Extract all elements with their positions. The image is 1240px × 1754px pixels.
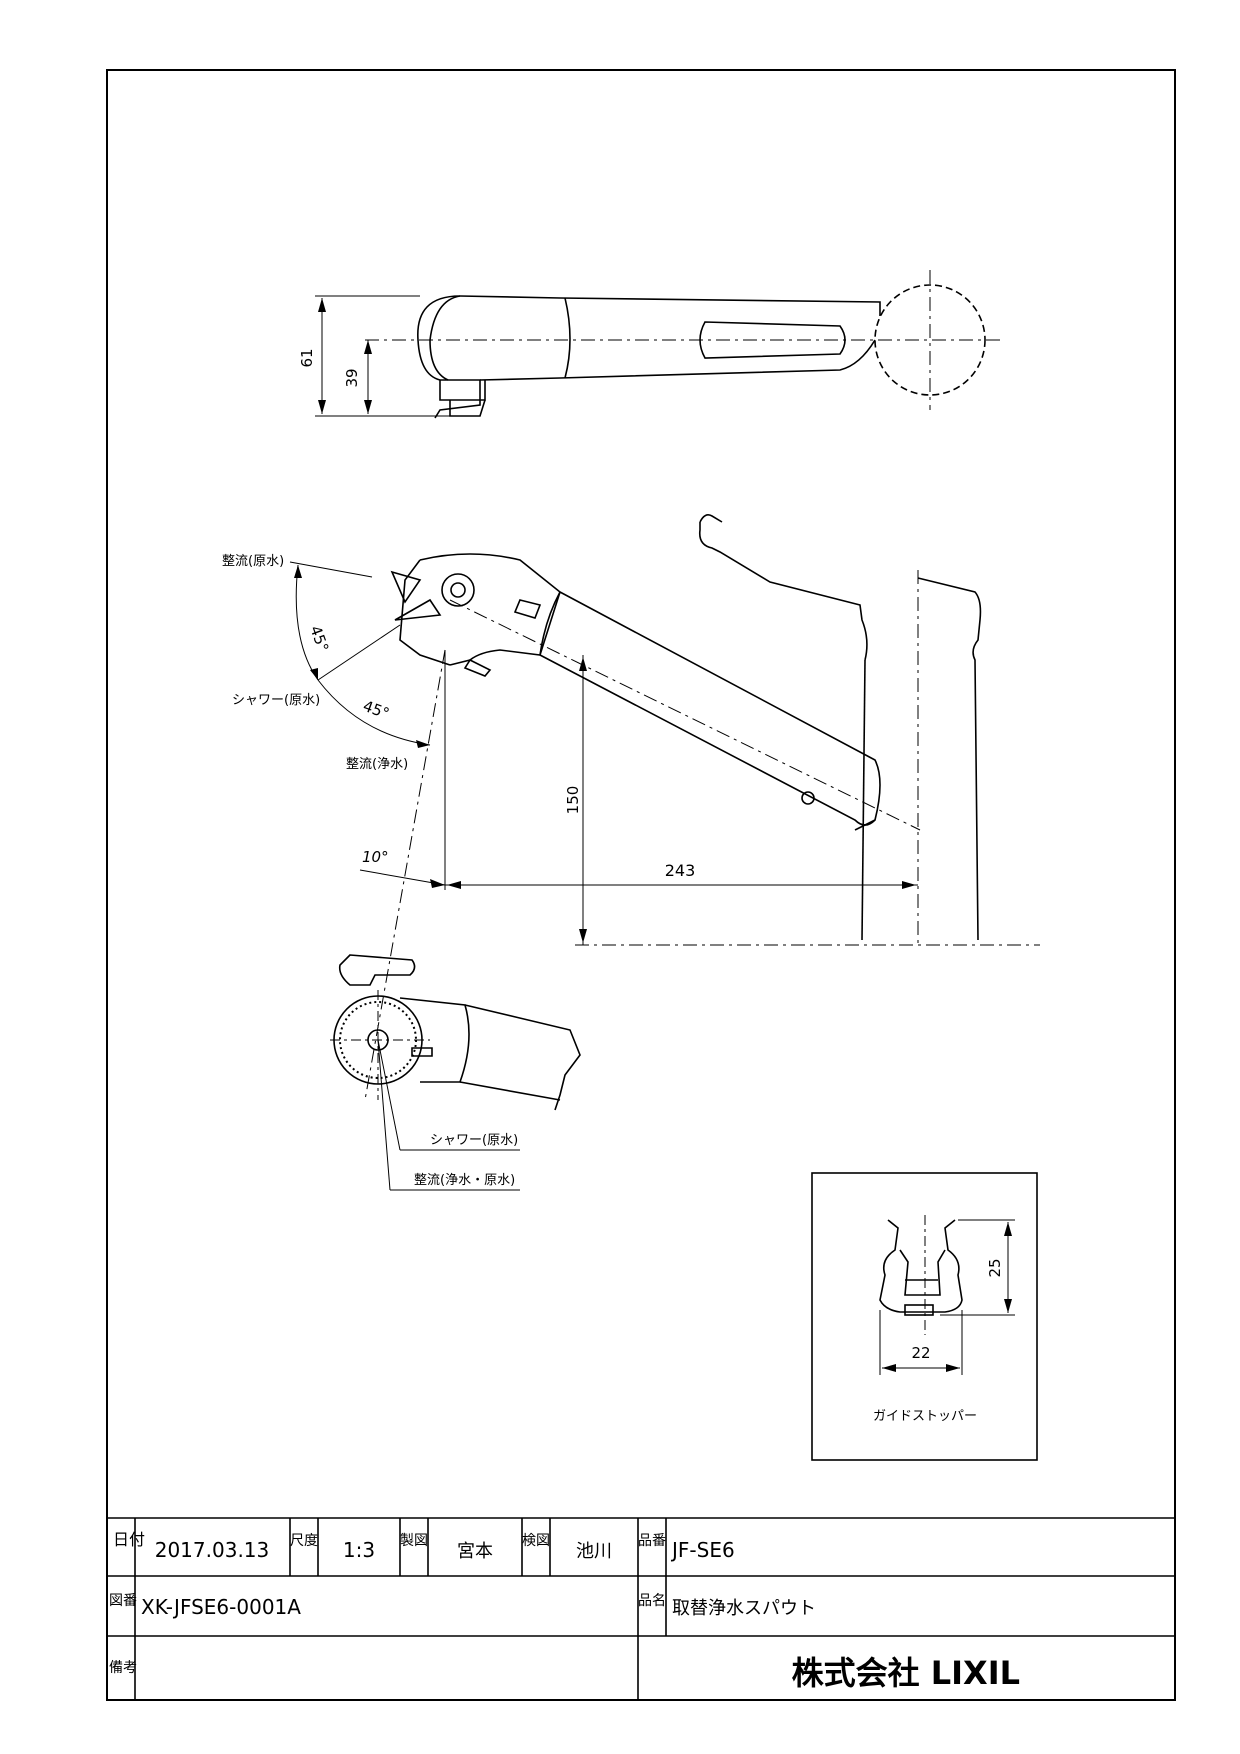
tb-drawing-no: XK-JFSE6-0001A [141, 1595, 301, 1619]
tb-drawn-label: 製図 [400, 1533, 428, 1549]
callout-seiryu-josui: 整流(浄水) [346, 757, 408, 772]
dim-61: 61 [298, 348, 316, 367]
tb-drawing-no-label: 図番 [109, 1593, 137, 1609]
callout-seiryu-gensui: 整流(原水) [222, 554, 284, 569]
drawing-frame [106, 69, 1176, 1701]
tb-part-name: 取替浄水スパウト [672, 1598, 816, 1619]
dim-243: 243 [665, 861, 696, 880]
dim-45-lower: 45° [361, 697, 392, 723]
tb-drawn-by: 宮本 [457, 1541, 493, 1562]
tb-scale-label: 尺度 [290, 1533, 318, 1549]
tb-checked-label: 検図 [522, 1533, 550, 1549]
tb-company: 株式会社 LIXIL [792, 1654, 1020, 1692]
tb-checked-by: 池川 [576, 1541, 612, 1562]
dim-150: 150 [564, 786, 582, 815]
callout-seiryu-josui-gensui: 整流(浄水・原水) [414, 1173, 515, 1188]
dim-25: 25 [986, 1258, 1004, 1277]
dim-45-upper: 45° [306, 623, 332, 654]
callout-guide-stopper: ガイドストッパー [873, 1409, 977, 1424]
tb-date: 2017.03.13 [155, 1538, 270, 1562]
tb-date-label: 日付 [113, 1530, 145, 1549]
nozzle-detail [330, 954, 581, 1191]
title-block-lines [107, 1517, 1175, 1700]
dim-10: 10° [362, 848, 389, 866]
callout-shower-gensui: シャワー(原水) [232, 693, 320, 708]
callout-shower-gensui-2: シャワー(原水) [430, 1133, 518, 1148]
tb-part-no-label: 品番 [638, 1533, 666, 1549]
tb-remarks-label: 備考 [109, 1660, 137, 1676]
tb-scale: 1:3 [343, 1538, 375, 1562]
guide-stopper-detail [811, 1172, 1038, 1461]
top-view [315, 270, 1000, 419]
dim-22: 22 [911, 1344, 930, 1362]
tb-part-name-label: 品名 [638, 1593, 666, 1609]
dim-39: 39 [343, 368, 361, 387]
tb-part-no: JF-SE6 [670, 1538, 735, 1562]
